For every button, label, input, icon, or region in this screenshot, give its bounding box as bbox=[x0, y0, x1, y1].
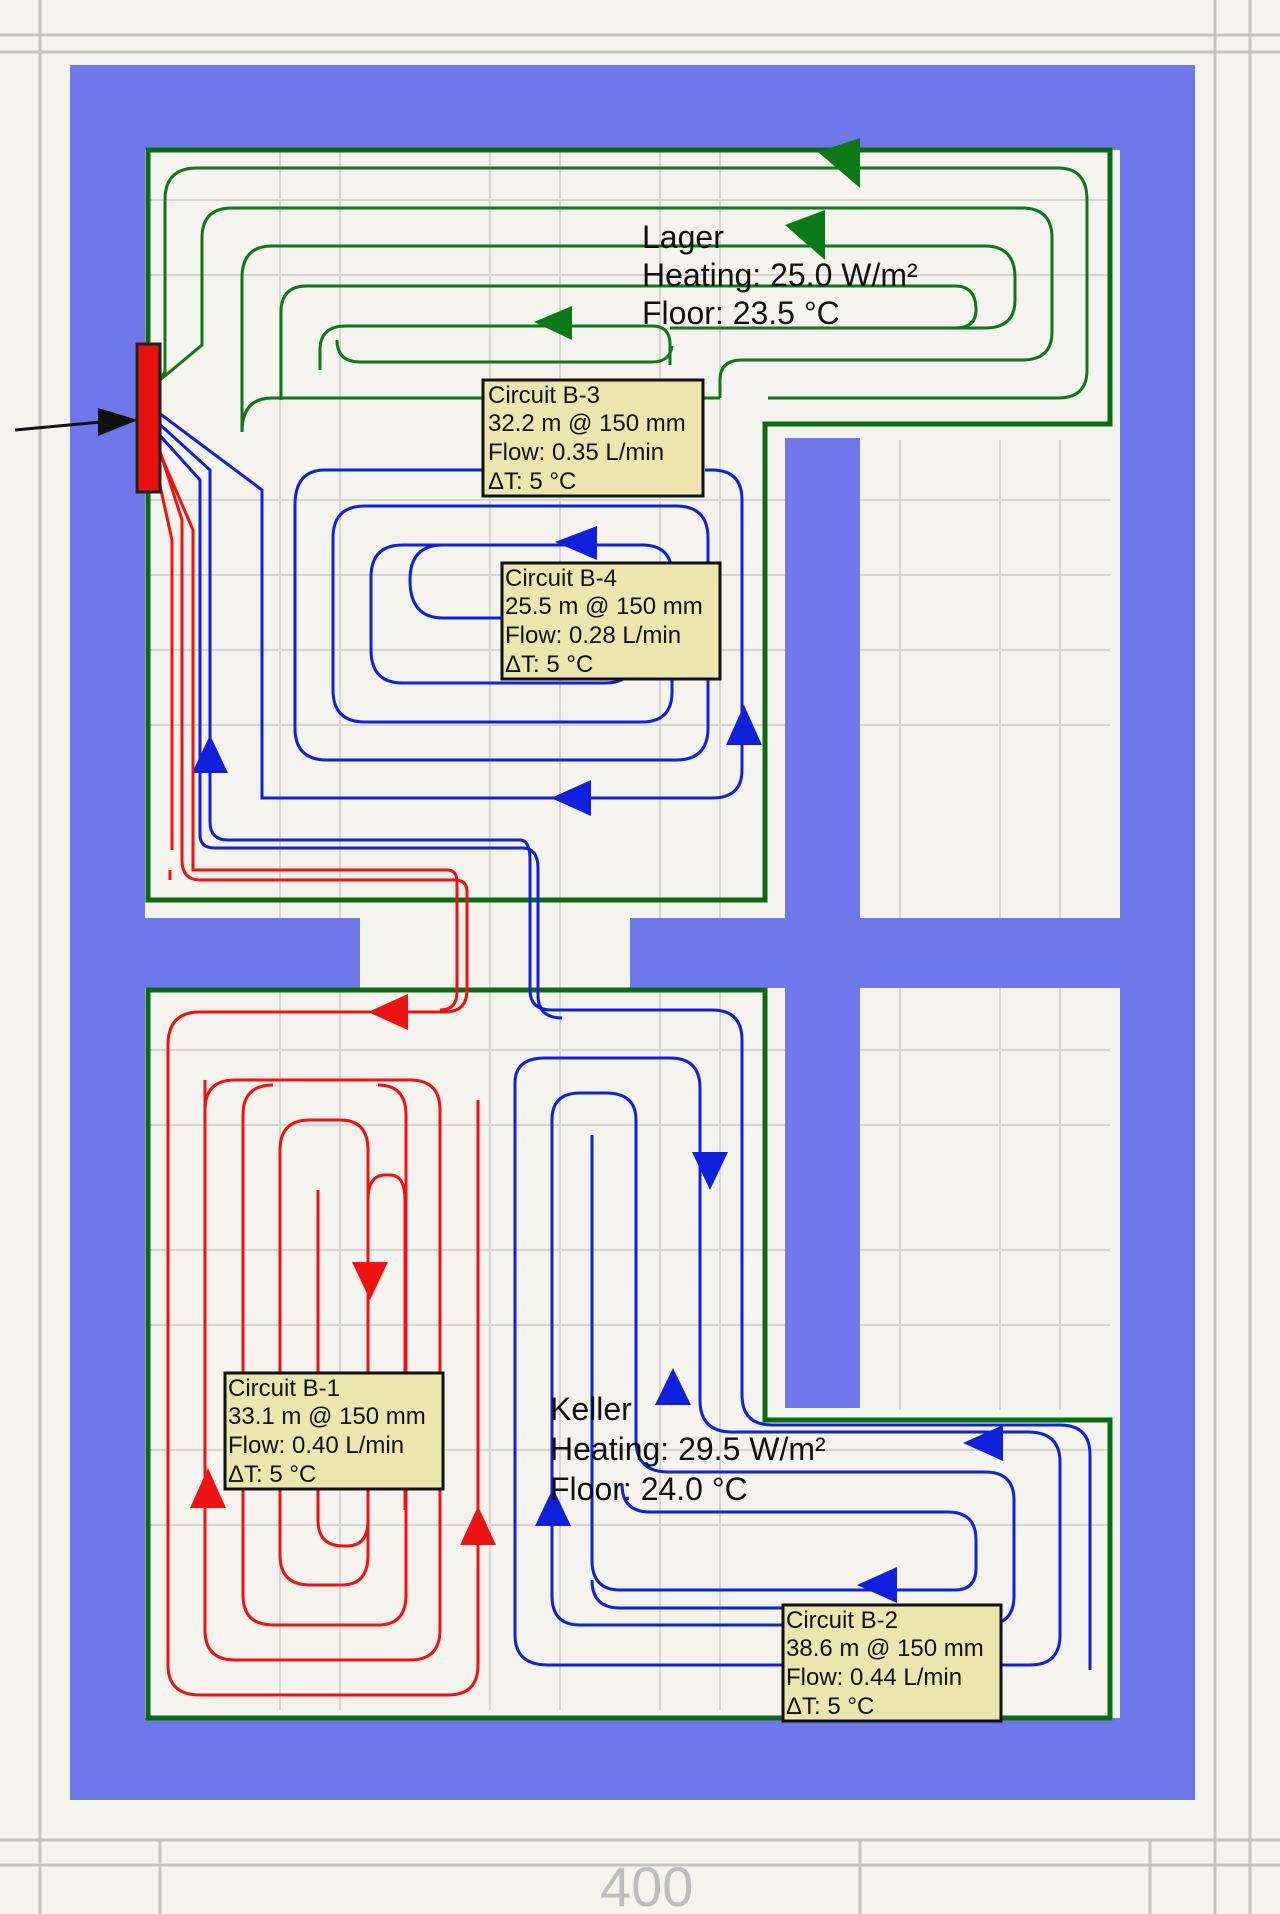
circuit-b3-pipes bbox=[146, 166, 1089, 433]
supply-line bbox=[14, 408, 138, 436]
circuit-name: Circuit B-4 bbox=[505, 565, 617, 592]
circuit-b4-arrows bbox=[192, 526, 762, 816]
flow-arrow-b2-3 bbox=[535, 1488, 571, 1526]
flow-arrow-b3-2 bbox=[785, 210, 825, 260]
flow-arrow-b1-3 bbox=[190, 1468, 226, 1508]
corridor-wall-right bbox=[630, 918, 1125, 988]
circuit-name: Circuit B-3 bbox=[488, 382, 600, 409]
dimension-label: 400 bbox=[600, 1855, 693, 1914]
circuit-name: Circuit B-1 bbox=[228, 1375, 340, 1402]
flow-arrow-b4-3 bbox=[726, 705, 762, 745]
flow-arrow-b2-2 bbox=[655, 1368, 691, 1405]
room-label-lager: Lager Heating: 25.0 W/m² Floor: 23.5 °C bbox=[642, 219, 918, 331]
zone-outline-keller bbox=[145, 987, 1113, 1721]
circuit-b1-pipes bbox=[148, 419, 480, 1697]
circuit-name: Circuit B-2 bbox=[786, 1607, 898, 1634]
circuit-b4-pipes bbox=[153, 408, 1092, 1670]
room-label-keller: Keller Heating: 29.5 W/m² Floor: 24.0 °C bbox=[550, 1391, 826, 1507]
circuit-info-b1: Circuit B-1 33.1 m @ 150 mm Flow: 0.40 L… bbox=[223, 1371, 445, 1491]
circuit-flow: Flow: 0.35 L/min bbox=[488, 439, 664, 466]
circuit-length: 33.1 m @ 150 mm bbox=[228, 1403, 426, 1430]
circuit-delta-t: ΔT: 5 °C bbox=[505, 651, 593, 678]
circuit-length: 25.5 m @ 150 mm bbox=[505, 593, 703, 620]
flow-arrow-b2-4 bbox=[963, 1425, 1003, 1461]
corridor-wall-left bbox=[145, 918, 360, 988]
circuit-flow: Flow: 0.40 L/min bbox=[228, 1432, 404, 1459]
walls bbox=[70, 65, 1195, 1800]
flow-arrow-b4-1 bbox=[555, 526, 597, 560]
manifold bbox=[135, 342, 162, 494]
circuit-length: 38.6 m @ 150 mm bbox=[786, 1635, 984, 1662]
room-name: Lager bbox=[642, 219, 724, 255]
flow-arrow-b3-3 bbox=[534, 306, 572, 340]
circuit-delta-t: ΔT: 5 °C bbox=[786, 1693, 874, 1720]
room-heating: Heating: 25.0 W/m² bbox=[642, 257, 918, 293]
circuit-delta-t: ΔT: 5 °C bbox=[488, 468, 576, 495]
flow-arrow-b4-4 bbox=[192, 735, 228, 773]
circuit-info-b3: Circuit B-3 32.2 m @ 150 mm Flow: 0.35 L… bbox=[481, 378, 705, 498]
circuit-info-b2: Circuit B-2 38.6 m @ 150 mm Flow: 0.44 L… bbox=[781, 1603, 1003, 1723]
room-floor-temp: Floor: 23.5 °C bbox=[642, 295, 840, 331]
room-name: Keller bbox=[550, 1391, 632, 1427]
supply-arrow-icon bbox=[98, 408, 138, 436]
circuit-b3-arrows bbox=[534, 138, 860, 340]
circuit-delta-t: ΔT: 5 °C bbox=[228, 1461, 316, 1488]
circuit-b2-arrows bbox=[535, 1152, 1003, 1603]
circuit-length: 32.2 m @ 150 mm bbox=[488, 410, 686, 437]
circuit-b2-pipes bbox=[513, 1056, 1062, 1667]
zone-outline-lager bbox=[145, 147, 1113, 903]
flow-arrow-b2-5 bbox=[857, 1567, 897, 1603]
flow-arrow-b2-1 bbox=[692, 1152, 728, 1190]
flow-arrow-b1-1 bbox=[368, 994, 408, 1030]
flow-arrow-b4-2 bbox=[551, 780, 591, 816]
circuit-info-b4: Circuit B-4 25.5 m @ 150 mm Flow: 0.28 L… bbox=[500, 561, 722, 681]
flow-arrow-b1-4 bbox=[460, 1506, 496, 1545]
room-floor-temp: Floor: 24.0 °C bbox=[550, 1471, 748, 1507]
room-heating: Heating: 29.5 W/m² bbox=[550, 1431, 826, 1467]
flow-arrow-b3-1 bbox=[818, 138, 860, 188]
circuit-flow: Flow: 0.44 L/min bbox=[786, 1664, 962, 1691]
flow-arrow-b1-2 bbox=[352, 1262, 388, 1300]
circuit-flow: Flow: 0.28 L/min bbox=[505, 622, 681, 649]
circuit-b1-arrows bbox=[190, 994, 496, 1545]
zone-outlines bbox=[145, 147, 1113, 1721]
